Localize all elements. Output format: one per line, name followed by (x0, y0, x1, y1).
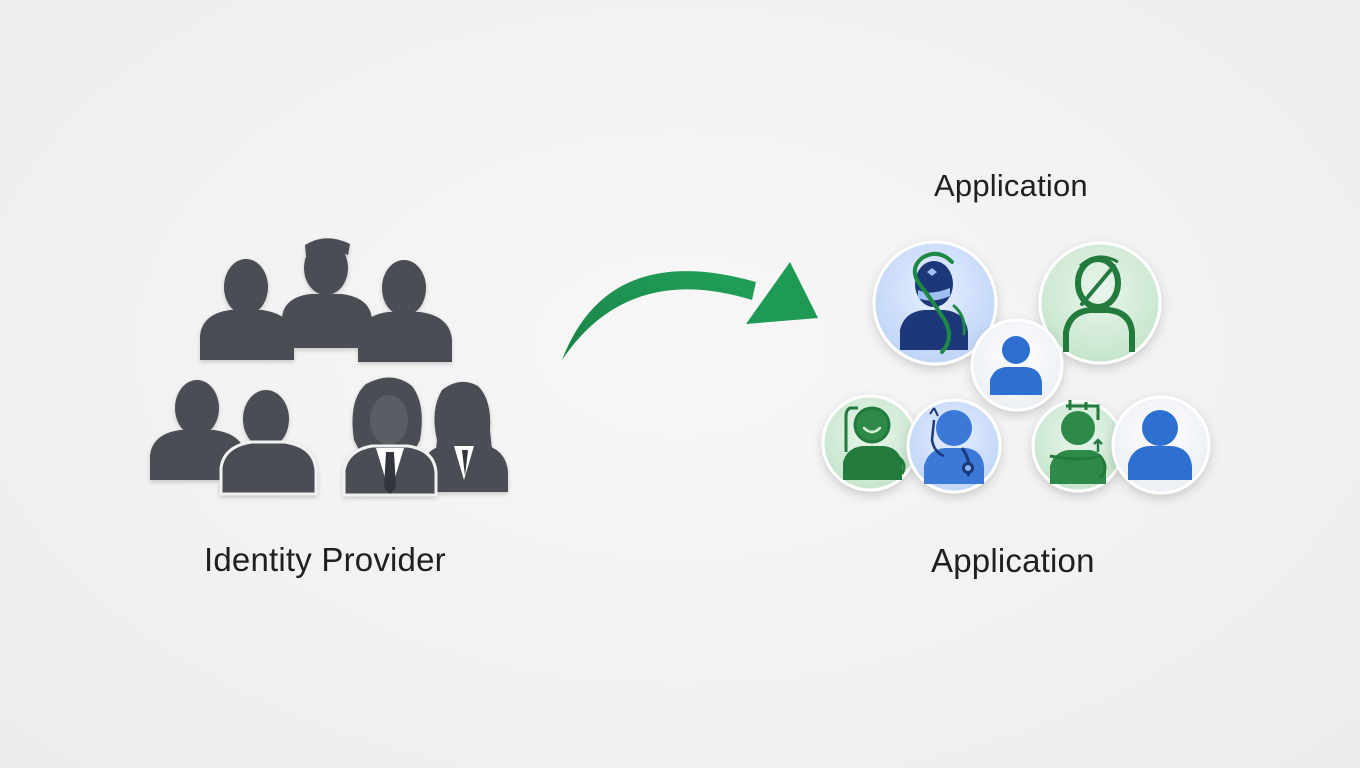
user-badge-icon (1031, 399, 1125, 493)
user-badge-icon (970, 318, 1064, 412)
person-icon (282, 238, 372, 348)
person-woman-icon (342, 377, 438, 497)
identity-provider-label: Identity Provider (204, 541, 446, 578)
people-group-icon (150, 238, 508, 497)
user-badge-icon (821, 394, 919, 492)
person-icon (219, 390, 318, 496)
person-woman-icon (420, 381, 508, 492)
user-badge-icon (1038, 241, 1162, 365)
curved-arrow-icon (562, 262, 818, 360)
user-badge-icon (872, 240, 998, 366)
user-badge-icon (906, 398, 1002, 494)
application-label-top: Application (934, 168, 1088, 203)
user-badge-icon (1111, 395, 1211, 495)
person-icon (358, 260, 452, 362)
person-icon (200, 259, 294, 360)
application-label-bottom: Application (931, 542, 1095, 579)
